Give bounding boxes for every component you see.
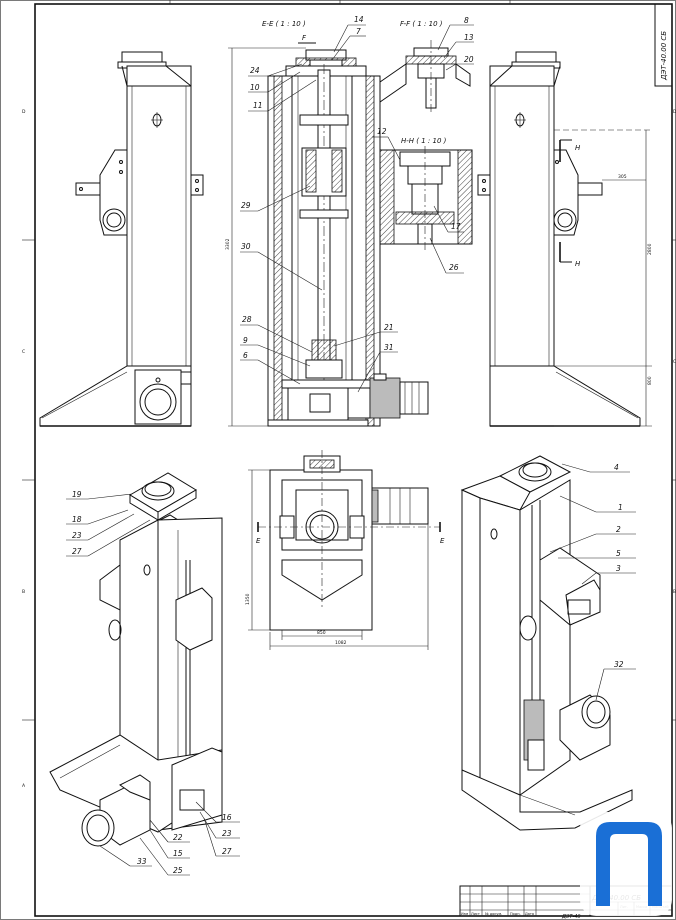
callout-24: 24	[250, 66, 260, 75]
callout-31: 31	[384, 343, 394, 352]
isometric-right-view	[460, 455, 633, 831]
callout-27-top: 27	[72, 547, 82, 556]
callout-18: 18	[72, 515, 82, 524]
tb-header-date: Дата	[525, 912, 534, 916]
dim-depth: 1350	[245, 593, 251, 605]
section-h-mark-bottom: H	[575, 260, 581, 268]
callout-23-bottom: 23	[222, 829, 232, 838]
callout-19: 19	[72, 490, 82, 499]
section-hh-view: H-H ( 1 : 10 ) 12 17 26	[372, 127, 473, 274]
section-hh-title: H-H ( 1 : 10 )	[401, 137, 447, 145]
callout-32: 32	[614, 660, 624, 669]
callout-23-top: 23	[72, 531, 82, 540]
corner-code-box: ДЭТ-40.00 СБ	[654, 3, 673, 87]
tb-header-sign: Подп.	[510, 912, 521, 916]
callout-15: 15	[173, 849, 183, 858]
callout-13: 13	[464, 33, 474, 42]
section-ee-title: E-E ( 1 : 10 )	[262, 20, 306, 28]
side-elevation-view: H H 305 2800 800	[477, 51, 653, 427]
isometric-left-callouts: 19 18 23 27 22 15 25 33 16 23 27	[66, 490, 240, 876]
callout-29: 29	[241, 201, 251, 210]
section-ee-view: E-E ( 1 : 10 ) F F	[225, 20, 429, 427]
zone-letter-a: A	[22, 783, 26, 789]
callout-27-bottom: 27	[222, 847, 232, 856]
callout-20: 20	[464, 55, 474, 64]
isometric-left-view	[49, 472, 223, 847]
callout-7: 7	[356, 27, 361, 36]
callout-25: 25	[173, 866, 183, 875]
callout-2: 2	[616, 525, 621, 534]
zone-letter-b: B	[22, 589, 25, 595]
callout-28: 28	[242, 315, 252, 324]
callout-6: 6	[243, 351, 248, 360]
dim-side-height: 2800	[647, 243, 653, 255]
isometric-right-callouts: 4 1 2 5 3 32	[549, 463, 636, 701]
callout-3: 3	[616, 564, 621, 573]
zone-letter-d-right: D	[673, 109, 676, 115]
callout-12: 12	[377, 127, 387, 136]
dim-side-base: 800	[647, 376, 653, 385]
callout-30: 30	[241, 242, 251, 251]
section-e-mark-right: E	[440, 537, 445, 545]
tb-header-izm: Изм	[461, 912, 468, 916]
callout-21: 21	[384, 323, 394, 332]
callout-9: 9	[243, 336, 248, 345]
callout-22: 22	[173, 833, 183, 842]
section-h-mark-top: H	[575, 144, 581, 152]
title-block-short-code: ДЭТ-40	[561, 914, 581, 920]
section-ff-view: F-F ( 1 : 10 ) 8 13 20	[379, 16, 474, 112]
zone-letter-d: D	[22, 109, 26, 115]
plan-view: E E 1350 850 1082	[245, 450, 445, 650]
tb-header-doc: № докум.	[485, 912, 502, 916]
callout-33: 33	[137, 857, 147, 866]
dim-width-outer: 1082	[335, 640, 347, 646]
callout-8: 8	[464, 16, 469, 25]
tb-header-list: Лист	[471, 912, 480, 916]
front-elevation-view	[39, 51, 204, 427]
brand-logo-icon	[580, 812, 672, 916]
section-ee-callouts: 14 7 24 10 11 29 30 28 21 9 6 31	[240, 15, 398, 393]
callout-5: 5	[616, 549, 621, 558]
zone-letters: D C B A D C B	[22, 109, 676, 789]
dim-side-offset: 305	[618, 174, 627, 180]
callout-26: 26	[449, 263, 459, 272]
callout-4: 4	[614, 463, 619, 472]
callout-16: 16	[222, 813, 232, 822]
zone-letter-c-right: C	[673, 359, 676, 365]
section-e-mark-left: E	[256, 537, 261, 545]
callout-1: 1	[618, 503, 623, 512]
callout-17: 17	[451, 222, 461, 231]
dim-width-inner: 850	[317, 630, 326, 636]
section-f-mark-ee: F	[302, 34, 307, 42]
callout-10: 10	[250, 83, 260, 92]
zone-letter-b-right: B	[673, 589, 676, 595]
callout-14: 14	[354, 15, 364, 24]
section-ff-title: F-F ( 1 : 10 )	[400, 20, 443, 28]
dim-overall-height: 3302	[225, 238, 231, 250]
callout-11: 11	[253, 101, 263, 110]
zone-letter-c: C	[22, 349, 25, 355]
corner-code: ДЭТ-40.00 СБ	[660, 31, 668, 81]
